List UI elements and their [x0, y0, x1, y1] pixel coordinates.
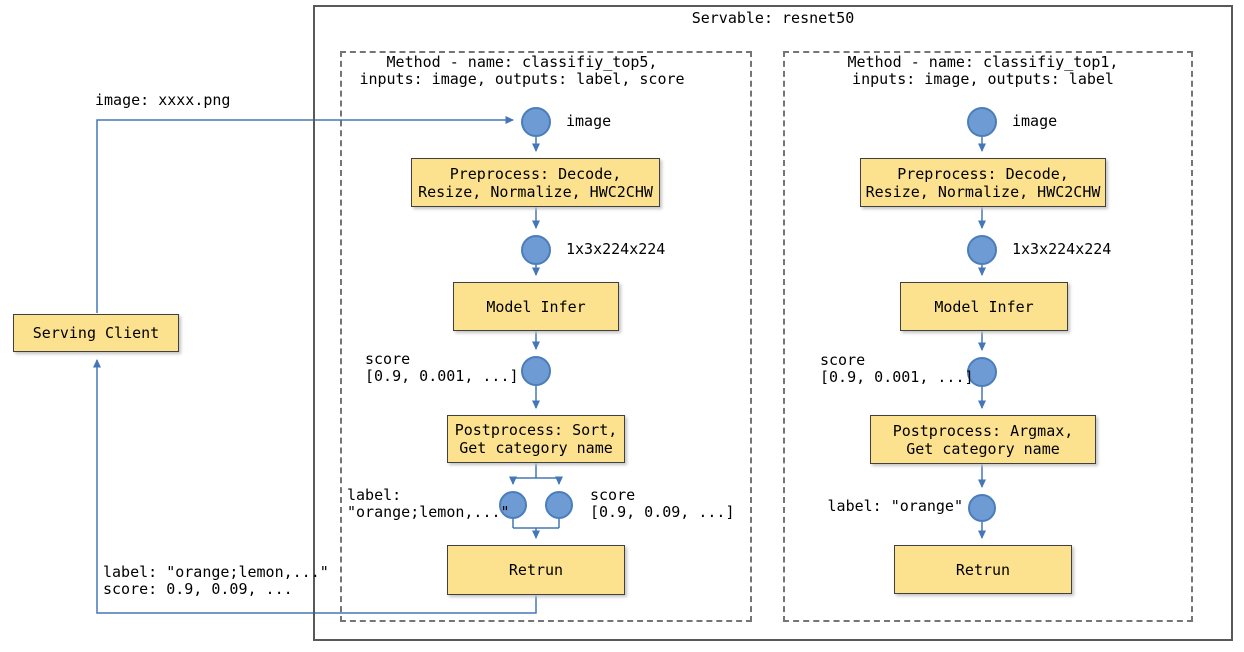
top1-score-node-label: score [0.9, 0.001, ...]	[820, 351, 974, 386]
top5-image-node	[521, 107, 551, 137]
top5-preprocess-box: Preprocess: Decode, Resize, Normalize, H…	[411, 158, 660, 207]
method-box-classifiy-top5	[340, 51, 752, 622]
top5-model-infer-box: Model Infer	[453, 282, 619, 331]
top1-return-box: Retrun	[894, 545, 1072, 594]
response-label: label: "orange;lemon,..." score: 0.9, 0.…	[103, 563, 329, 598]
method-top5-header: Method - name: classifiy_top5, inputs: i…	[359, 53, 685, 88]
servable-box	[313, 5, 1233, 641]
top5-score-node	[521, 356, 551, 386]
top1-model-infer-box: Model Infer	[900, 282, 1068, 331]
top5-image-node-label: image	[566, 112, 612, 130]
top5-return-box: Retrun	[447, 545, 625, 595]
top5-tensor-node	[521, 235, 551, 265]
top1-image-node	[967, 107, 997, 137]
top1-tensor-node	[967, 235, 997, 265]
method-top1-header: Method - name: classifiy_top1, inputs: i…	[847, 53, 1119, 88]
top1-output-label-text: label: "orange"	[827, 497, 963, 515]
top1-tensor-node-label: 1x3x224x224	[1012, 240, 1112, 258]
top1-preprocess-box: Preprocess: Decode, Resize, Normalize, H…	[860, 158, 1106, 207]
top5-output-label-node	[499, 491, 527, 519]
method-box-classifiy-top1	[783, 51, 1193, 622]
serving-client-box: Serving Client	[13, 314, 179, 352]
top5-output-label-text: label: "orange;lemon,..."	[347, 486, 510, 521]
servable-title: Servable: resnet50	[691, 9, 855, 27]
top1-score-node	[967, 357, 997, 387]
top5-output-score-text: score [0.9, 0.09, ...]	[590, 486, 735, 521]
request-label: image: xxxx.png	[95, 91, 231, 109]
top1-output-label-node	[968, 494, 996, 522]
top5-tensor-node-label: 1x3x224x224	[566, 240, 666, 258]
top5-output-score-node	[545, 491, 573, 519]
top1-image-node-label: image	[1012, 112, 1058, 130]
top5-postprocess-box: Postprocess: Sort, Get category name	[447, 415, 625, 463]
top5-score-node-label: score [0.9, 0.001, ...]	[365, 350, 519, 385]
top1-postprocess-box: Postprocess: Argmax, Get category name	[870, 415, 1096, 464]
